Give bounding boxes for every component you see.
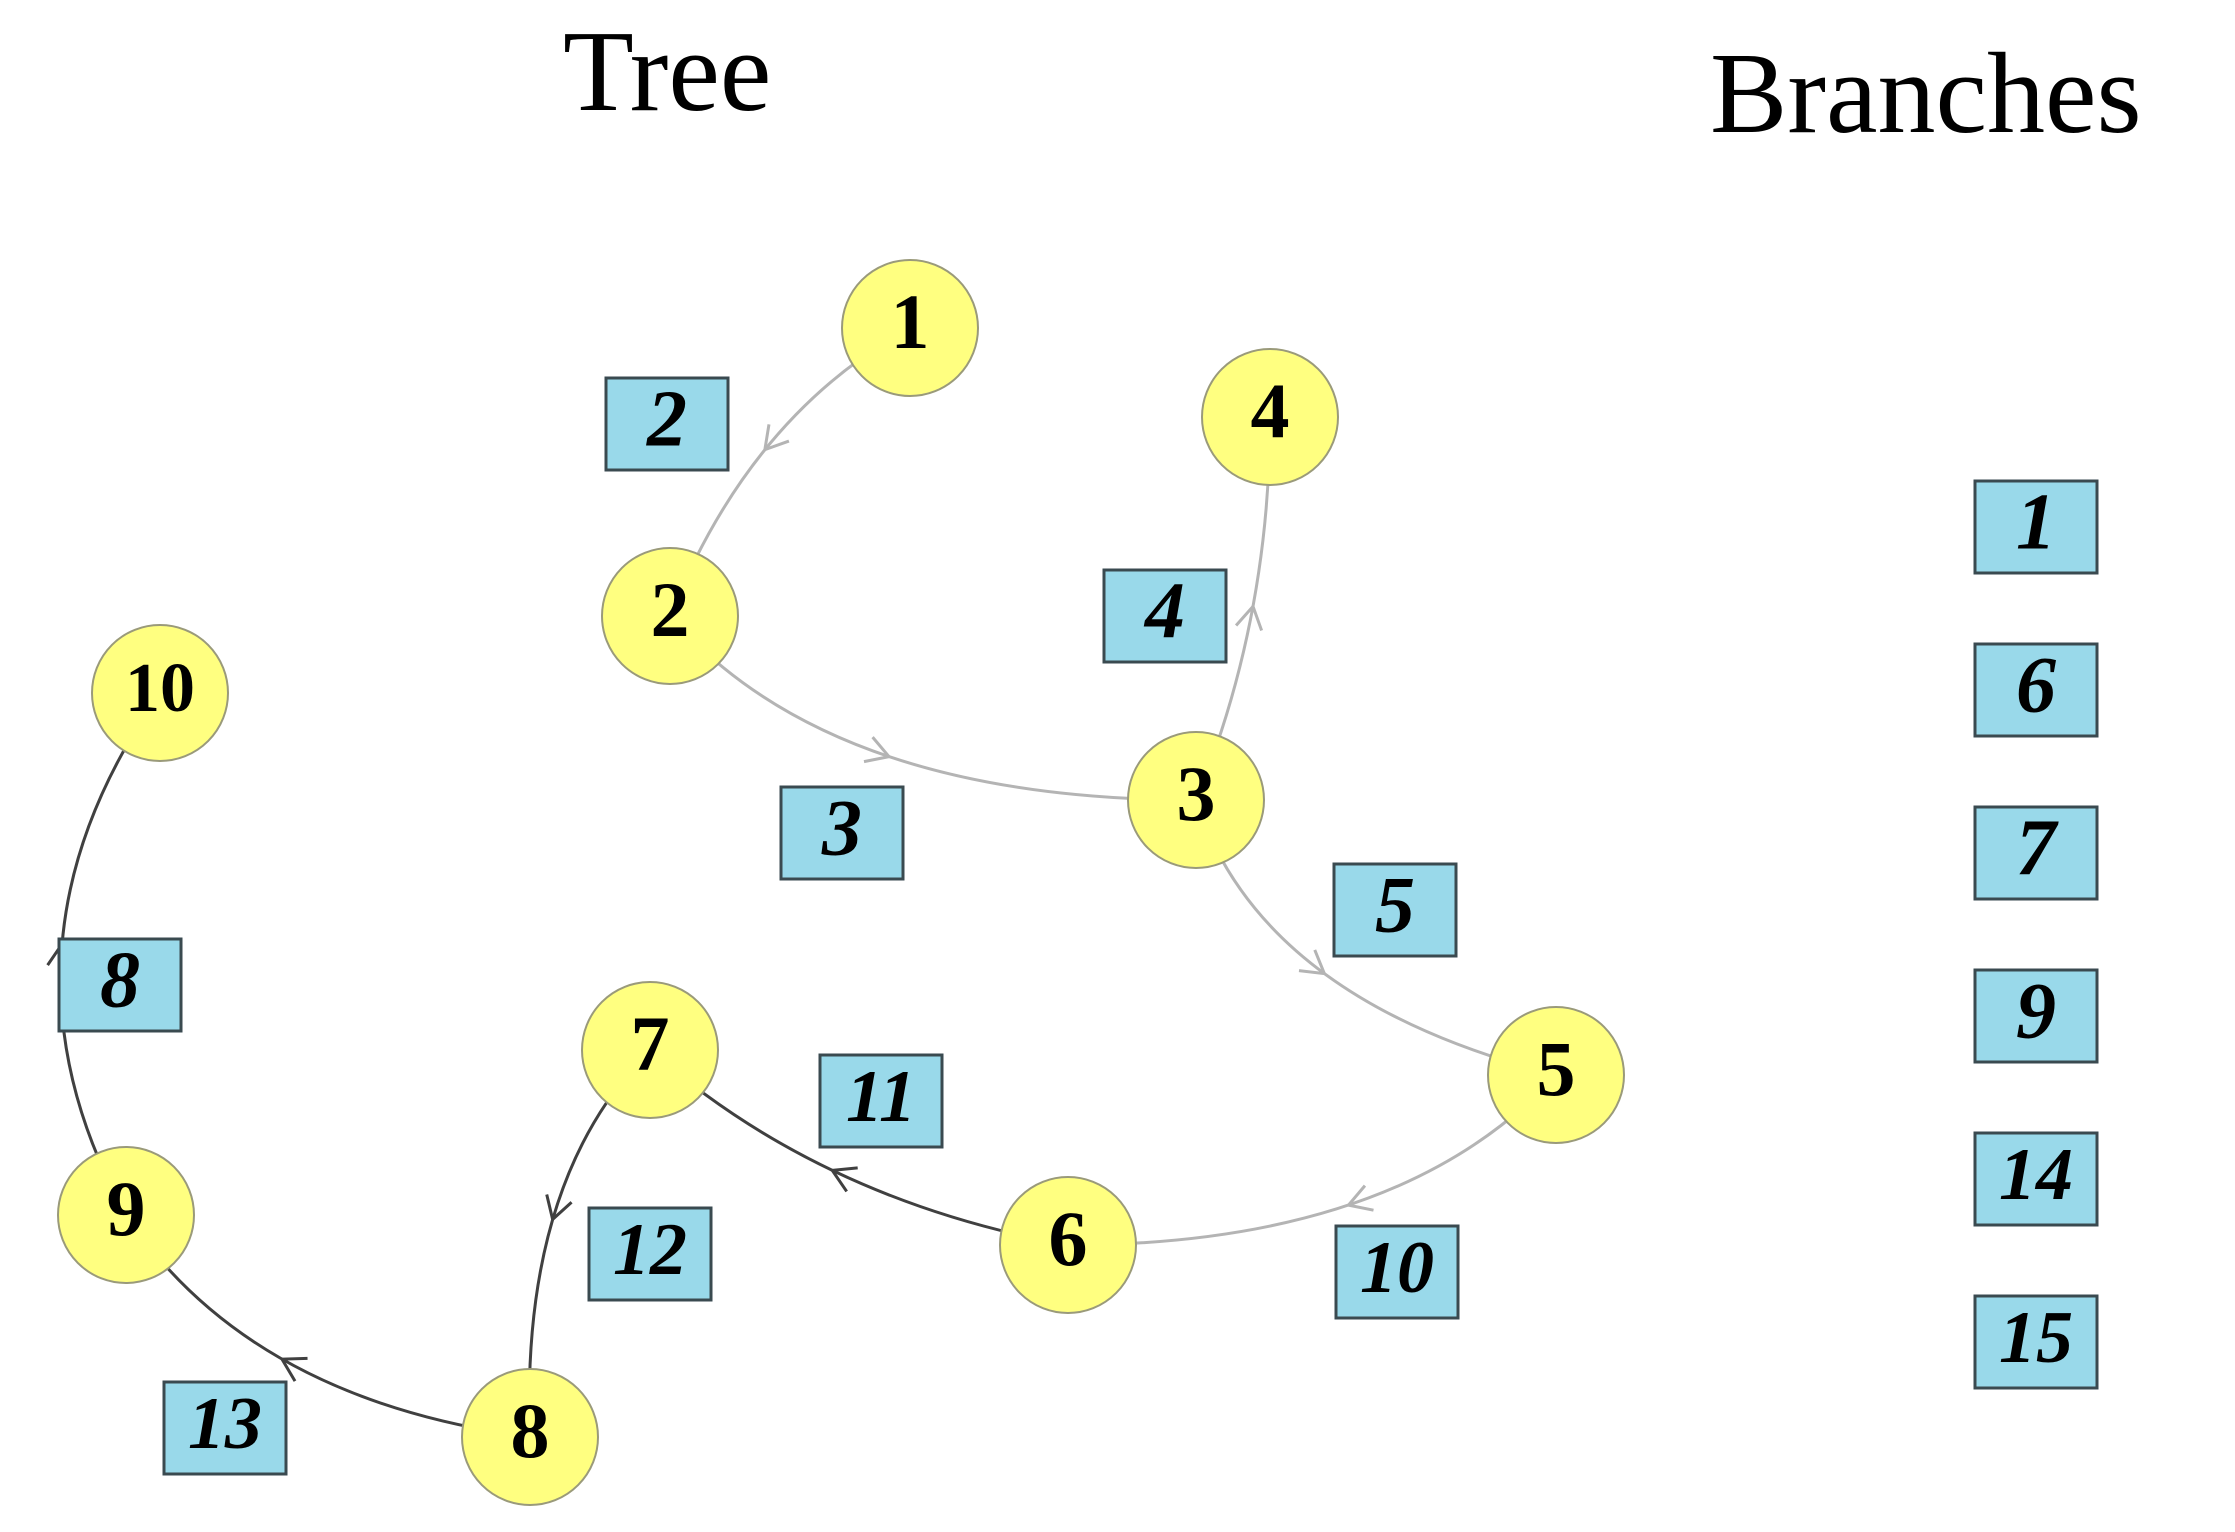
tree-node-1: 1 — [841, 259, 979, 397]
tree-node-5: 5 — [1487, 1006, 1625, 1144]
label-box — [162, 1380, 288, 1476]
tree-node-10: 10 — [91, 624, 229, 762]
label-box — [1973, 1131, 2099, 1227]
label-box — [1973, 968, 2099, 1064]
label-text: 1 — [2016, 478, 2056, 566]
edge-7-8-arrow-icon — [545, 1194, 573, 1223]
label-text: 14 — [1999, 1134, 2073, 1216]
edge-label-11: 11 — [818, 1053, 944, 1149]
label-box — [587, 1206, 713, 1302]
label-text: 11 — [846, 1056, 916, 1138]
tree-node-6: 6 — [999, 1176, 1137, 1314]
node-label: 1 — [891, 278, 930, 365]
branch-item-9: 9 — [1973, 967, 2099, 1064]
label-box — [818, 1053, 944, 1149]
edge-labels-layer: 2 3 4 5 10 11 12 13 8 — [57, 375, 1460, 1476]
node-circle — [1487, 1006, 1625, 1144]
edge-5-6-arrow-icon — [1345, 1184, 1374, 1212]
tree-node-8: 8 — [461, 1368, 599, 1506]
edge-6-7-arrow-icon — [829, 1166, 858, 1193]
node-label: 6 — [1049, 1195, 1088, 1282]
node-label: 7 — [631, 1000, 670, 1087]
label-box — [604, 376, 730, 472]
node-circle — [91, 624, 229, 762]
edge-5-6 — [1067, 1073, 1558, 1247]
edge-2-3-arrow-icon — [863, 736, 892, 764]
node-label: 5 — [1537, 1025, 1576, 1112]
node-label: 9 — [107, 1165, 146, 1252]
edge-label-5: 5 — [1332, 861, 1458, 958]
edge-8-9-arrow-icon — [279, 1356, 308, 1382]
label-box — [1973, 479, 2099, 575]
label-box — [1973, 642, 2099, 738]
branch-item-14: 14 — [1973, 1131, 2099, 1227]
node-circle — [841, 259, 979, 397]
node-circle — [1201, 348, 1339, 486]
label-box — [1334, 1224, 1460, 1320]
label-text: 12 — [613, 1209, 687, 1291]
label-box — [1102, 568, 1228, 664]
edge-label-3: 3 — [779, 784, 905, 881]
label-box — [1973, 805, 2099, 901]
label-text: 13 — [188, 1383, 262, 1465]
node-circle — [581, 981, 719, 1119]
tree-node-2: 2 — [601, 547, 739, 685]
branch-item-15: 15 — [1973, 1294, 2099, 1390]
node-label: 4 — [1251, 367, 1290, 454]
label-text: 6 — [2016, 641, 2056, 729]
node-label: 2 — [651, 566, 690, 653]
node-circle — [999, 1176, 1137, 1314]
label-text: 9 — [2016, 967, 2056, 1055]
edge-label-12: 12 — [587, 1206, 713, 1302]
label-text: 15 — [1999, 1297, 2073, 1379]
label-text: 7 — [2016, 804, 2059, 892]
label-text: 2 — [646, 375, 687, 463]
node-circle — [601, 547, 739, 685]
branch-item-1: 1 — [1973, 478, 2099, 575]
label-text: 8 — [100, 936, 140, 1024]
node-label: 3 — [1177, 750, 1216, 837]
tree-node-7: 7 — [581, 981, 719, 1119]
label-text: 5 — [1375, 861, 1415, 949]
tree-title: Tree — [563, 8, 772, 136]
label-box — [57, 937, 183, 1033]
branch-item-7: 7 — [1973, 804, 2099, 901]
edge-1-2-arrow-icon — [762, 424, 790, 452]
edge-label-2: 2 — [604, 375, 730, 472]
edges-layer — [46, 326, 1558, 1439]
label-box — [1973, 1294, 2099, 1390]
node-label: 10 — [125, 650, 195, 727]
edge-3-4-arrow-icon — [1234, 603, 1264, 631]
label-text: 4 — [1143, 567, 1185, 655]
edge-label-13: 13 — [162, 1380, 288, 1476]
node-circle — [1127, 731, 1265, 869]
label-box — [1332, 862, 1458, 958]
branches-list: 1 6 7 9 14 15 — [1973, 478, 2099, 1390]
node-circle — [57, 1146, 195, 1284]
edge-label-10: 10 — [1334, 1224, 1460, 1320]
branch-item-6: 6 — [1973, 641, 2099, 738]
tree-node-4: 4 — [1201, 348, 1339, 486]
edge-label-8: 8 — [57, 936, 183, 1033]
label-text: 10 — [1360, 1227, 1434, 1309]
tree-node-3: 3 — [1127, 731, 1265, 869]
edge-3-5-arrow-icon — [1298, 949, 1327, 976]
edge-label-4: 4 — [1102, 567, 1228, 664]
branches-title: Branches — [1710, 30, 2142, 158]
tree-node-9: 9 — [57, 1146, 195, 1284]
node-circle — [461, 1368, 599, 1506]
node-label: 8 — [511, 1387, 550, 1474]
label-box — [779, 785, 905, 881]
label-text: 3 — [821, 784, 862, 872]
